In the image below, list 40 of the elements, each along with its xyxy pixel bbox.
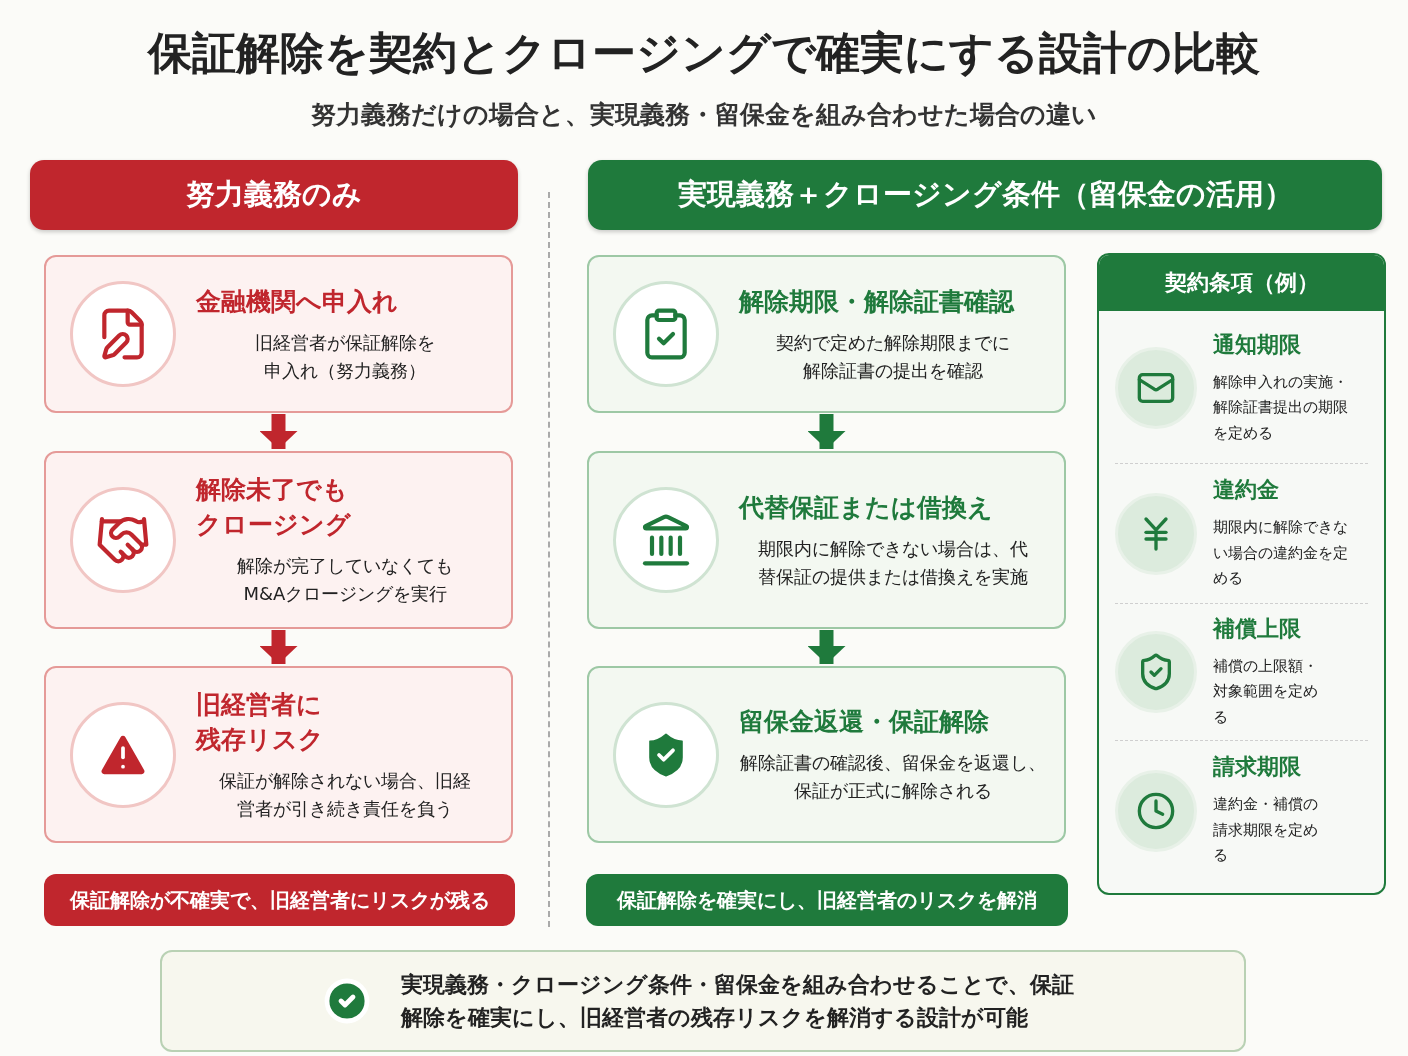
- result-banner: 保証解除が不確実で、旧経営者にリスクが残る: [44, 874, 515, 926]
- step-card: [44, 666, 513, 843]
- clause-description: 違約金・補償の請求期限を定める: [1213, 795, 1319, 866]
- step-card: [587, 666, 1066, 843]
- summary-box: [160, 950, 1246, 1052]
- step-description: 解除証書の確認後、留保金を返還し、保証が正式に解除される: [739, 751, 1048, 803]
- step-title: 解除期限・解除証書確認: [737, 285, 1014, 318]
- step-description: 解除が完了していなくてもM&Aクロージングを実行: [236, 554, 455, 606]
- step-description: 旧経営者が保証解除を申入れ（努力義務）: [254, 330, 437, 383]
- clause-panel: [1097, 253, 1386, 895]
- arrow: [259, 630, 298, 664]
- clause-description: 補償の上限額・対象範囲を定める: [1213, 656, 1319, 727]
- step-title: 解除未了でもクロージング: [194, 474, 352, 542]
- clause-description: 解除申入れの実施・解除証書提出の期限を定める: [1213, 372, 1349, 443]
- arrow: [259, 414, 298, 449]
- step-title: 代替保証または借換え: [737, 491, 993, 524]
- step-card: [587, 255, 1066, 413]
- step-title: 金融機関へ申入れ: [195, 285, 398, 318]
- step-card: [587, 451, 1066, 629]
- subtitle: 努力義務だけの場合と、実現義務・留保金を組み合わせた場合の違い: [310, 99, 1098, 131]
- step-description: 契約で定めた解除期限までに解除証書の提出を確認: [775, 330, 1012, 383]
- clause-title: 違約金: [1213, 476, 1280, 505]
- step-card: [44, 451, 513, 629]
- arrow: [807, 414, 846, 449]
- step-card: [44, 255, 513, 413]
- diagram-title: 保証解除を契約とクロージングで確実にする設計の比較: [146, 26, 1261, 80]
- arrow: [807, 630, 846, 664]
- header-band: 実現義務＋クロージング条件（留保金の活用）: [588, 160, 1382, 230]
- clause-title: 通知期限: [1213, 330, 1302, 359]
- step-description: 保証が解除されない場合、旧経営者が引き続き責任を負う: [218, 768, 473, 821]
- step-title: 留保金返還・保証解除: [738, 706, 989, 739]
- clause-title: 補償上限: [1213, 614, 1302, 643]
- step-title: 旧経営者に残存リスク: [194, 688, 325, 756]
- result-banner: 保証解除を確実にし、旧経営者のリスクを解消: [586, 874, 1068, 926]
- step-description: 期限内に解除できない場合は、代替保証の提供または借換えを実施: [757, 536, 1030, 589]
- summary-text: 実現義務・クロージング条件・留保金を組み合わせることで、保証解除を確実にし、旧経営者の残存リスクを解消する設計が可能: [401, 971, 1075, 1032]
- clause-title: 請求期限: [1213, 753, 1302, 782]
- clause-description: 期限内に解除できない場合の違約金を定める: [1213, 518, 1349, 589]
- panel-heading: 契約条項（例）: [1099, 255, 1384, 311]
- header-band: 努力義務のみ: [30, 160, 518, 230]
